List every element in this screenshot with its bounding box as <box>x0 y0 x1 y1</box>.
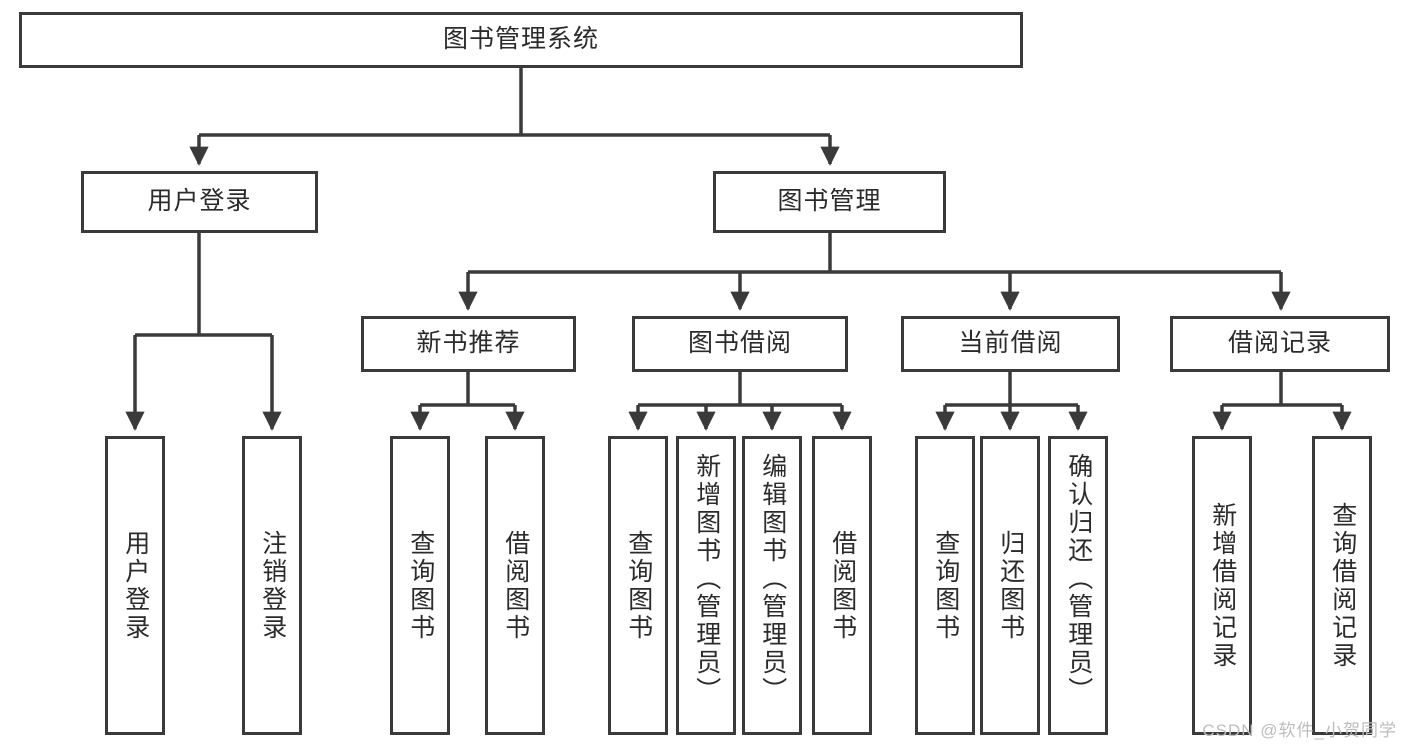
node-user-login[interactable]: 用户登录 <box>81 171 318 233</box>
node-current-borrow[interactable]: 当前借阅 <box>901 316 1120 372</box>
leaf-label: 归还图书 <box>996 529 1025 642</box>
node-label: 新书推荐 <box>416 329 521 358</box>
leaf-return-book[interactable]: 归还图书 <box>980 436 1040 735</box>
leaf-query-borrow-record[interactable]: 查询借阅记录 <box>1312 436 1372 735</box>
leaf-label: 借阅图书 <box>828 529 857 642</box>
node-borrow-record[interactable]: 借阅记录 <box>1170 316 1390 372</box>
leaf-user-login[interactable]: 用户登录 <box>105 436 165 735</box>
leaf-label: 查询借阅记录 <box>1328 501 1357 670</box>
leaf-label: 新增图书（管理员） <box>692 453 721 705</box>
watermark: CSDN @软件_小贺同学 <box>1202 721 1397 740</box>
leaf-borrow-book[interactable]: 借阅图书 <box>812 436 872 735</box>
node-label: 图书管理系统 <box>442 25 599 54</box>
leaf-logout[interactable]: 注销登录 <box>242 436 302 735</box>
leaf-label: 借阅图书 <box>501 529 530 642</box>
leaf-label: 编辑图书（管理员） <box>758 453 787 705</box>
node-root-system[interactable]: 图书管理系统 <box>19 12 1023 68</box>
leaf-label: 确认归还（管理员） <box>1064 453 1093 705</box>
leaf-query-book-borrow[interactable]: 查询图书 <box>608 436 668 735</box>
node-book-borrow[interactable]: 图书借阅 <box>632 316 848 372</box>
leaf-label: 查询图书 <box>931 529 960 642</box>
leaf-add-borrow-record[interactable]: 新增借阅记录 <box>1192 436 1252 735</box>
node-label: 图书管理 <box>777 187 882 216</box>
leaf-edit-book-admin[interactable]: 编辑图书（管理员） <box>742 436 802 735</box>
leaf-label: 新增借阅记录 <box>1208 501 1237 670</box>
node-label: 当前借阅 <box>958 329 1063 358</box>
leaf-label: 用户登录 <box>121 529 150 642</box>
leaf-confirm-return-admin[interactable]: 确认归还（管理员） <box>1048 436 1108 735</box>
leaf-add-book-admin[interactable]: 新增图书（管理员） <box>676 436 736 735</box>
leaf-label: 注销登录 <box>258 529 287 642</box>
leaf-label: 查询图书 <box>624 529 653 642</box>
node-label: 用户登录 <box>147 187 252 216</box>
node-new-book-recommend[interactable]: 新书推荐 <box>361 316 576 372</box>
leaf-label: 查询图书 <box>406 529 435 642</box>
leaf-borrow-book-recommend[interactable]: 借阅图书 <box>485 436 545 735</box>
node-book-management[interactable]: 图书管理 <box>713 171 946 233</box>
node-label: 借阅记录 <box>1227 329 1332 358</box>
node-label: 图书借阅 <box>687 329 792 358</box>
leaf-query-book-current[interactable]: 查询图书 <box>915 436 975 735</box>
leaf-query-book-recommend[interactable]: 查询图书 <box>390 436 450 735</box>
